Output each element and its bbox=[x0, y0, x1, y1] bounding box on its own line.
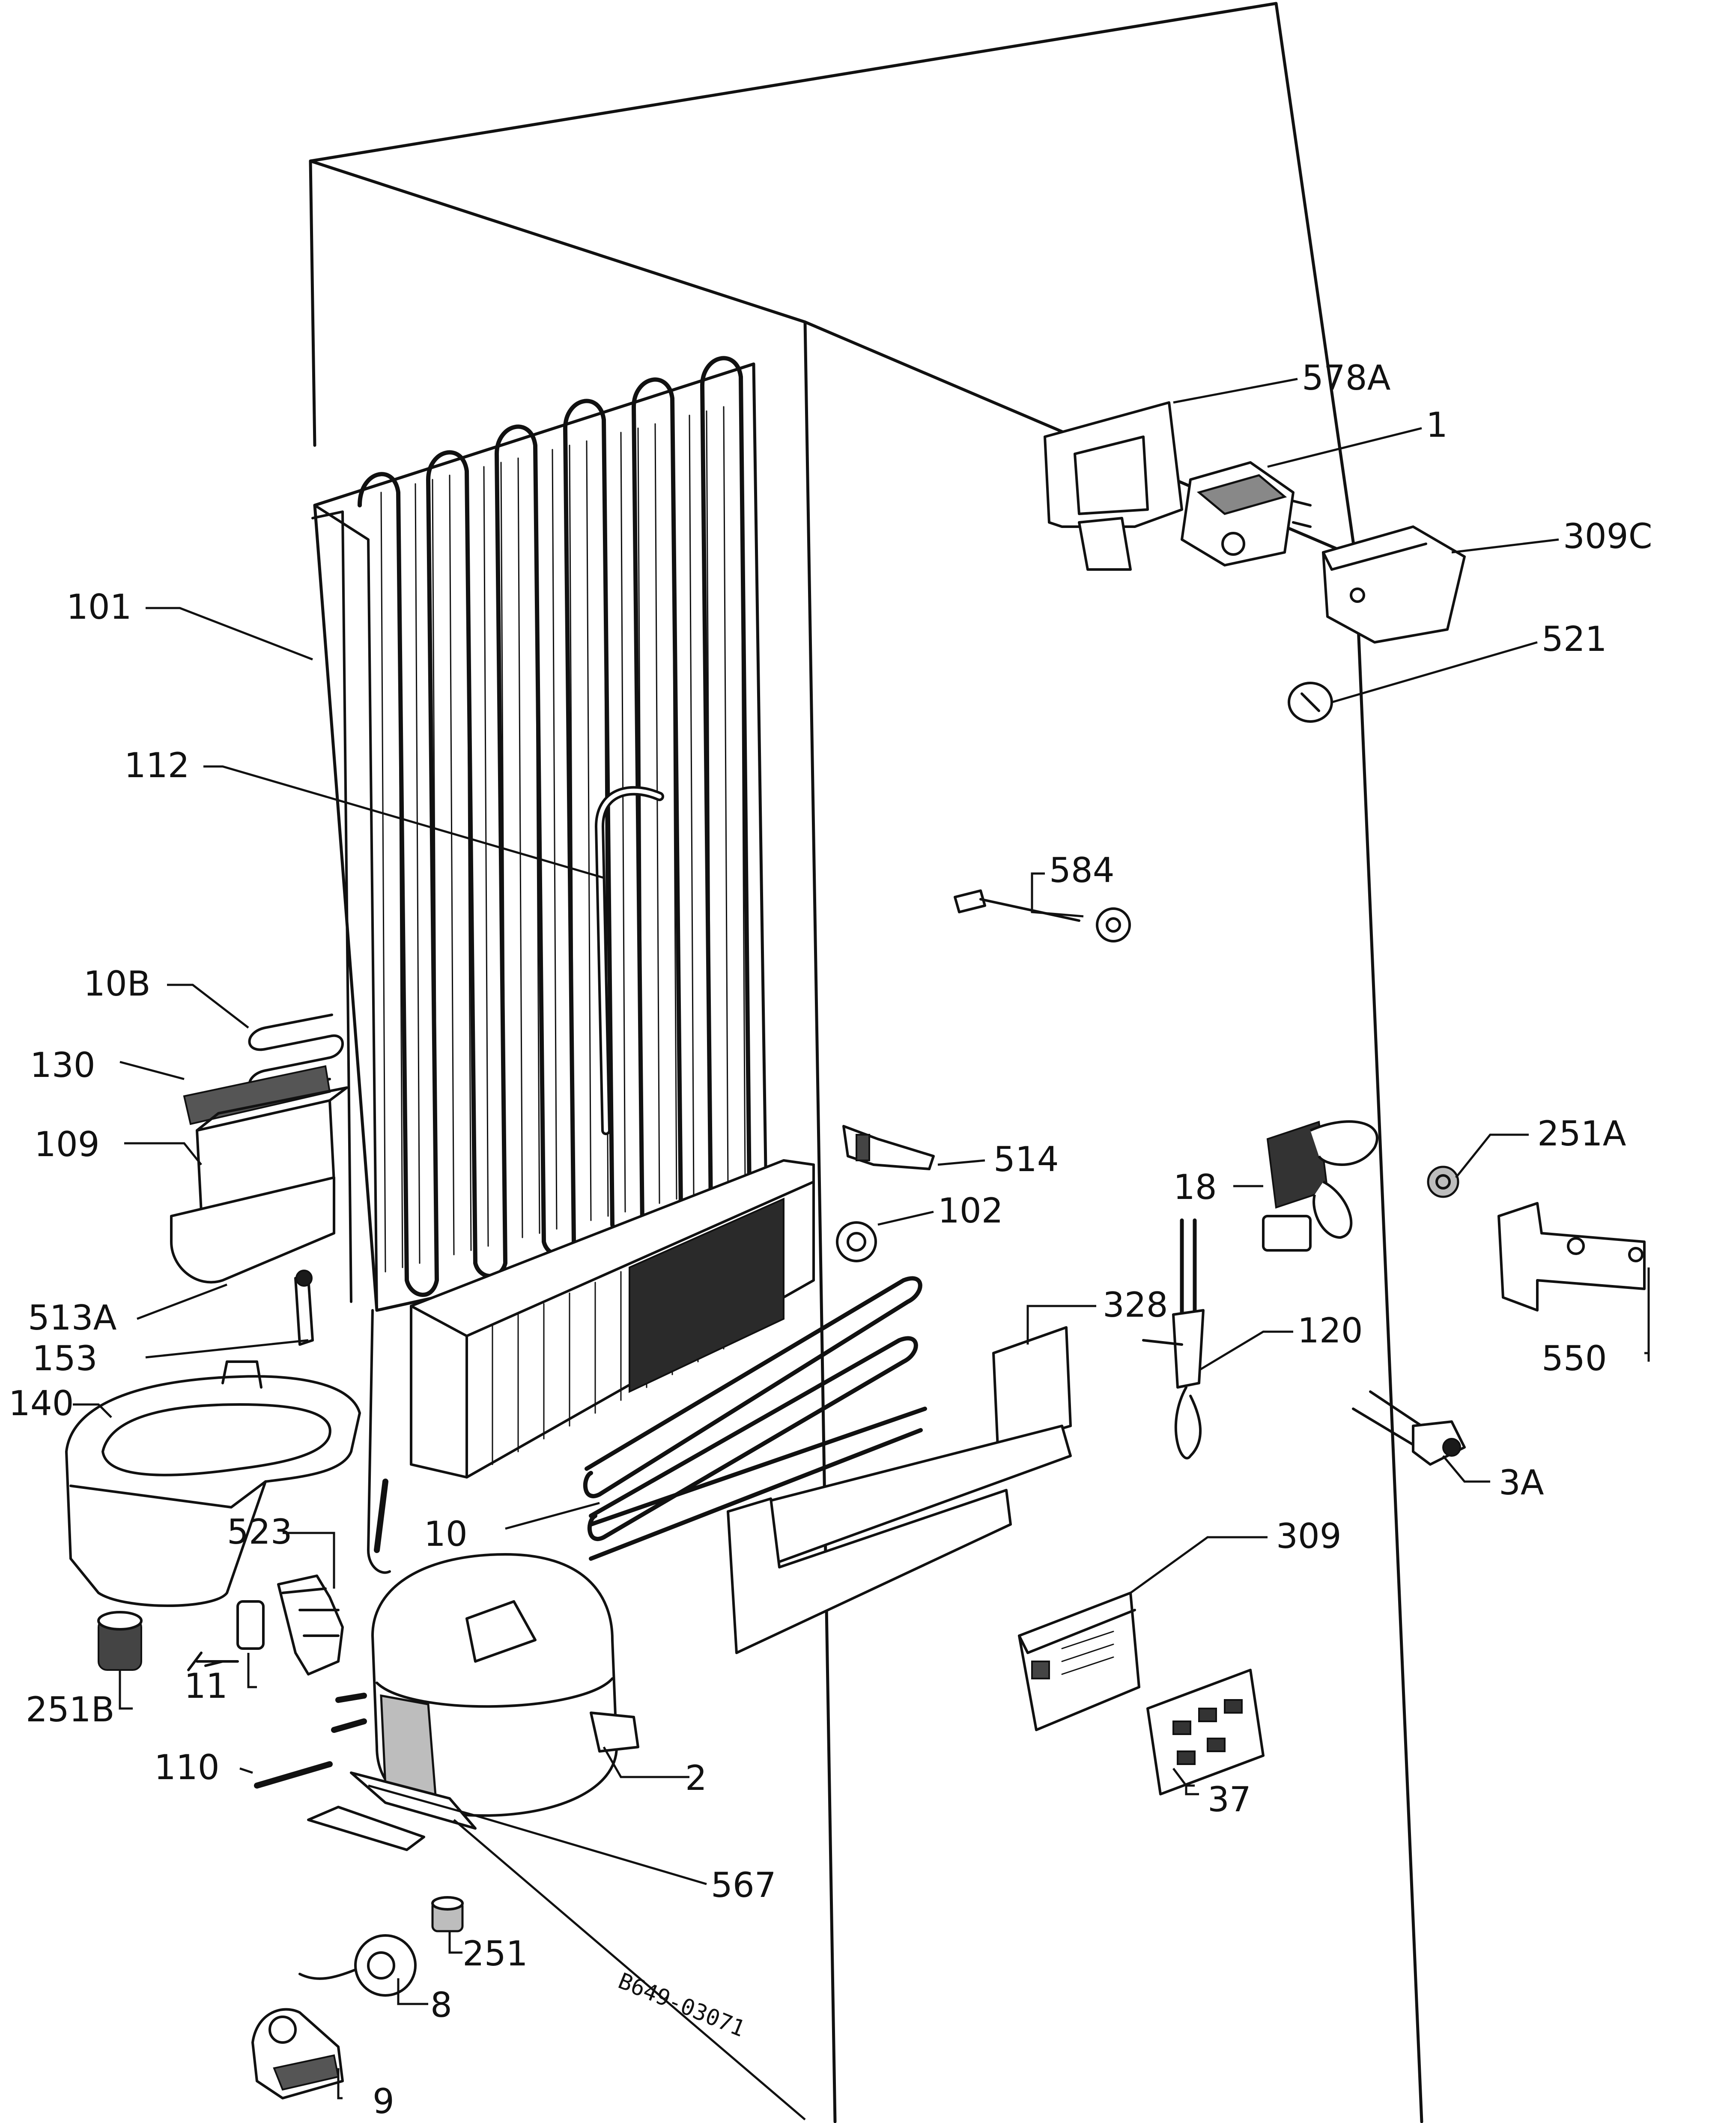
label-10b: 10B bbox=[84, 964, 151, 1004]
label-578a: 578A bbox=[1302, 358, 1391, 398]
condenser bbox=[311, 356, 768, 1312]
label-140: 140 bbox=[9, 1384, 74, 1423]
overload-protector bbox=[298, 1934, 417, 1997]
label-10: 10 bbox=[424, 1514, 468, 1554]
knob bbox=[1288, 682, 1333, 723]
label-8: 8 bbox=[430, 1985, 452, 2025]
diagram-code: B649-03071 bbox=[614, 1968, 749, 2042]
clip-153 bbox=[294, 1270, 314, 1346]
fan-motor bbox=[1262, 1120, 1378, 1252]
label-550: 550 bbox=[1542, 1339, 1607, 1378]
relay-11 bbox=[187, 1600, 265, 1671]
dryer bbox=[836, 1221, 877, 1262]
switch-3a bbox=[1352, 1390, 1466, 1466]
label-309: 309 bbox=[1276, 1516, 1342, 1556]
label-102: 102 bbox=[938, 1191, 1003, 1231]
thermostat-housing bbox=[1044, 401, 1183, 571]
label-37: 37 bbox=[1208, 1780, 1251, 1819]
label-130: 130 bbox=[30, 1045, 95, 1085]
label-523: 523 bbox=[227, 1512, 292, 1552]
label-251b: 251B bbox=[26, 1690, 115, 1729]
control-board bbox=[1018, 1592, 1140, 1731]
compressor bbox=[331, 1479, 639, 1817]
bracket-328 bbox=[727, 1326, 1072, 1654]
label-309c: 309C bbox=[1563, 516, 1652, 556]
label-521: 521 bbox=[1542, 619, 1607, 659]
sensor bbox=[954, 889, 1131, 942]
mounting-plate bbox=[307, 1771, 477, 1851]
label-120: 120 bbox=[1298, 1311, 1363, 1351]
label-153: 153 bbox=[32, 1339, 98, 1378]
label-584: 584 bbox=[1049, 850, 1115, 890]
label-251a: 251A bbox=[1537, 1114, 1626, 1154]
capillary-tube bbox=[367, 786, 664, 1574]
label-110: 110 bbox=[154, 1747, 220, 1787]
label-251: 251 bbox=[462, 1934, 528, 1974]
thermostat bbox=[1181, 461, 1312, 567]
label-3a: 3A bbox=[1499, 1463, 1544, 1503]
pin-110 bbox=[254, 1761, 333, 1789]
cover-9 bbox=[251, 2008, 344, 2099]
evaporator bbox=[410, 1159, 815, 1479]
lead-120 bbox=[1142, 1218, 1205, 1460]
cover-109 bbox=[170, 1086, 348, 1284]
hinge-550 bbox=[1497, 1202, 1646, 1312]
label-112: 112 bbox=[124, 745, 190, 785]
label-101: 101 bbox=[66, 587, 132, 627]
label-11: 11 bbox=[184, 1666, 228, 1706]
heater-loops bbox=[583, 1276, 927, 1561]
label-2: 2 bbox=[685, 1758, 707, 1798]
label-18: 18 bbox=[1173, 1167, 1217, 1207]
grommet-251 bbox=[431, 1896, 464, 1932]
label-109: 109 bbox=[34, 1124, 100, 1164]
label-328: 328 bbox=[1103, 1285, 1168, 1325]
relay-bracket bbox=[277, 1574, 344, 1676]
grommet-251a bbox=[1427, 1166, 1459, 1198]
label-514: 514 bbox=[993, 1139, 1059, 1179]
label-1: 1 bbox=[1426, 405, 1448, 445]
part-labels: 578A 1 309C 521 101 112 584 10B 130 109 … bbox=[9, 358, 1652, 2121]
evaporation-tray bbox=[65, 1360, 361, 1607]
electronic-module bbox=[1146, 1669, 1265, 1795]
grommet-251b bbox=[97, 1611, 143, 1671]
leader-lines bbox=[73, 378, 1650, 2120]
valve bbox=[842, 1125, 935, 1170]
label-567: 567 bbox=[711, 1865, 776, 1905]
label-9: 9 bbox=[373, 2081, 394, 2121]
label-513a: 513A bbox=[28, 1298, 117, 1338]
cover-plate bbox=[1322, 525, 1466, 644]
